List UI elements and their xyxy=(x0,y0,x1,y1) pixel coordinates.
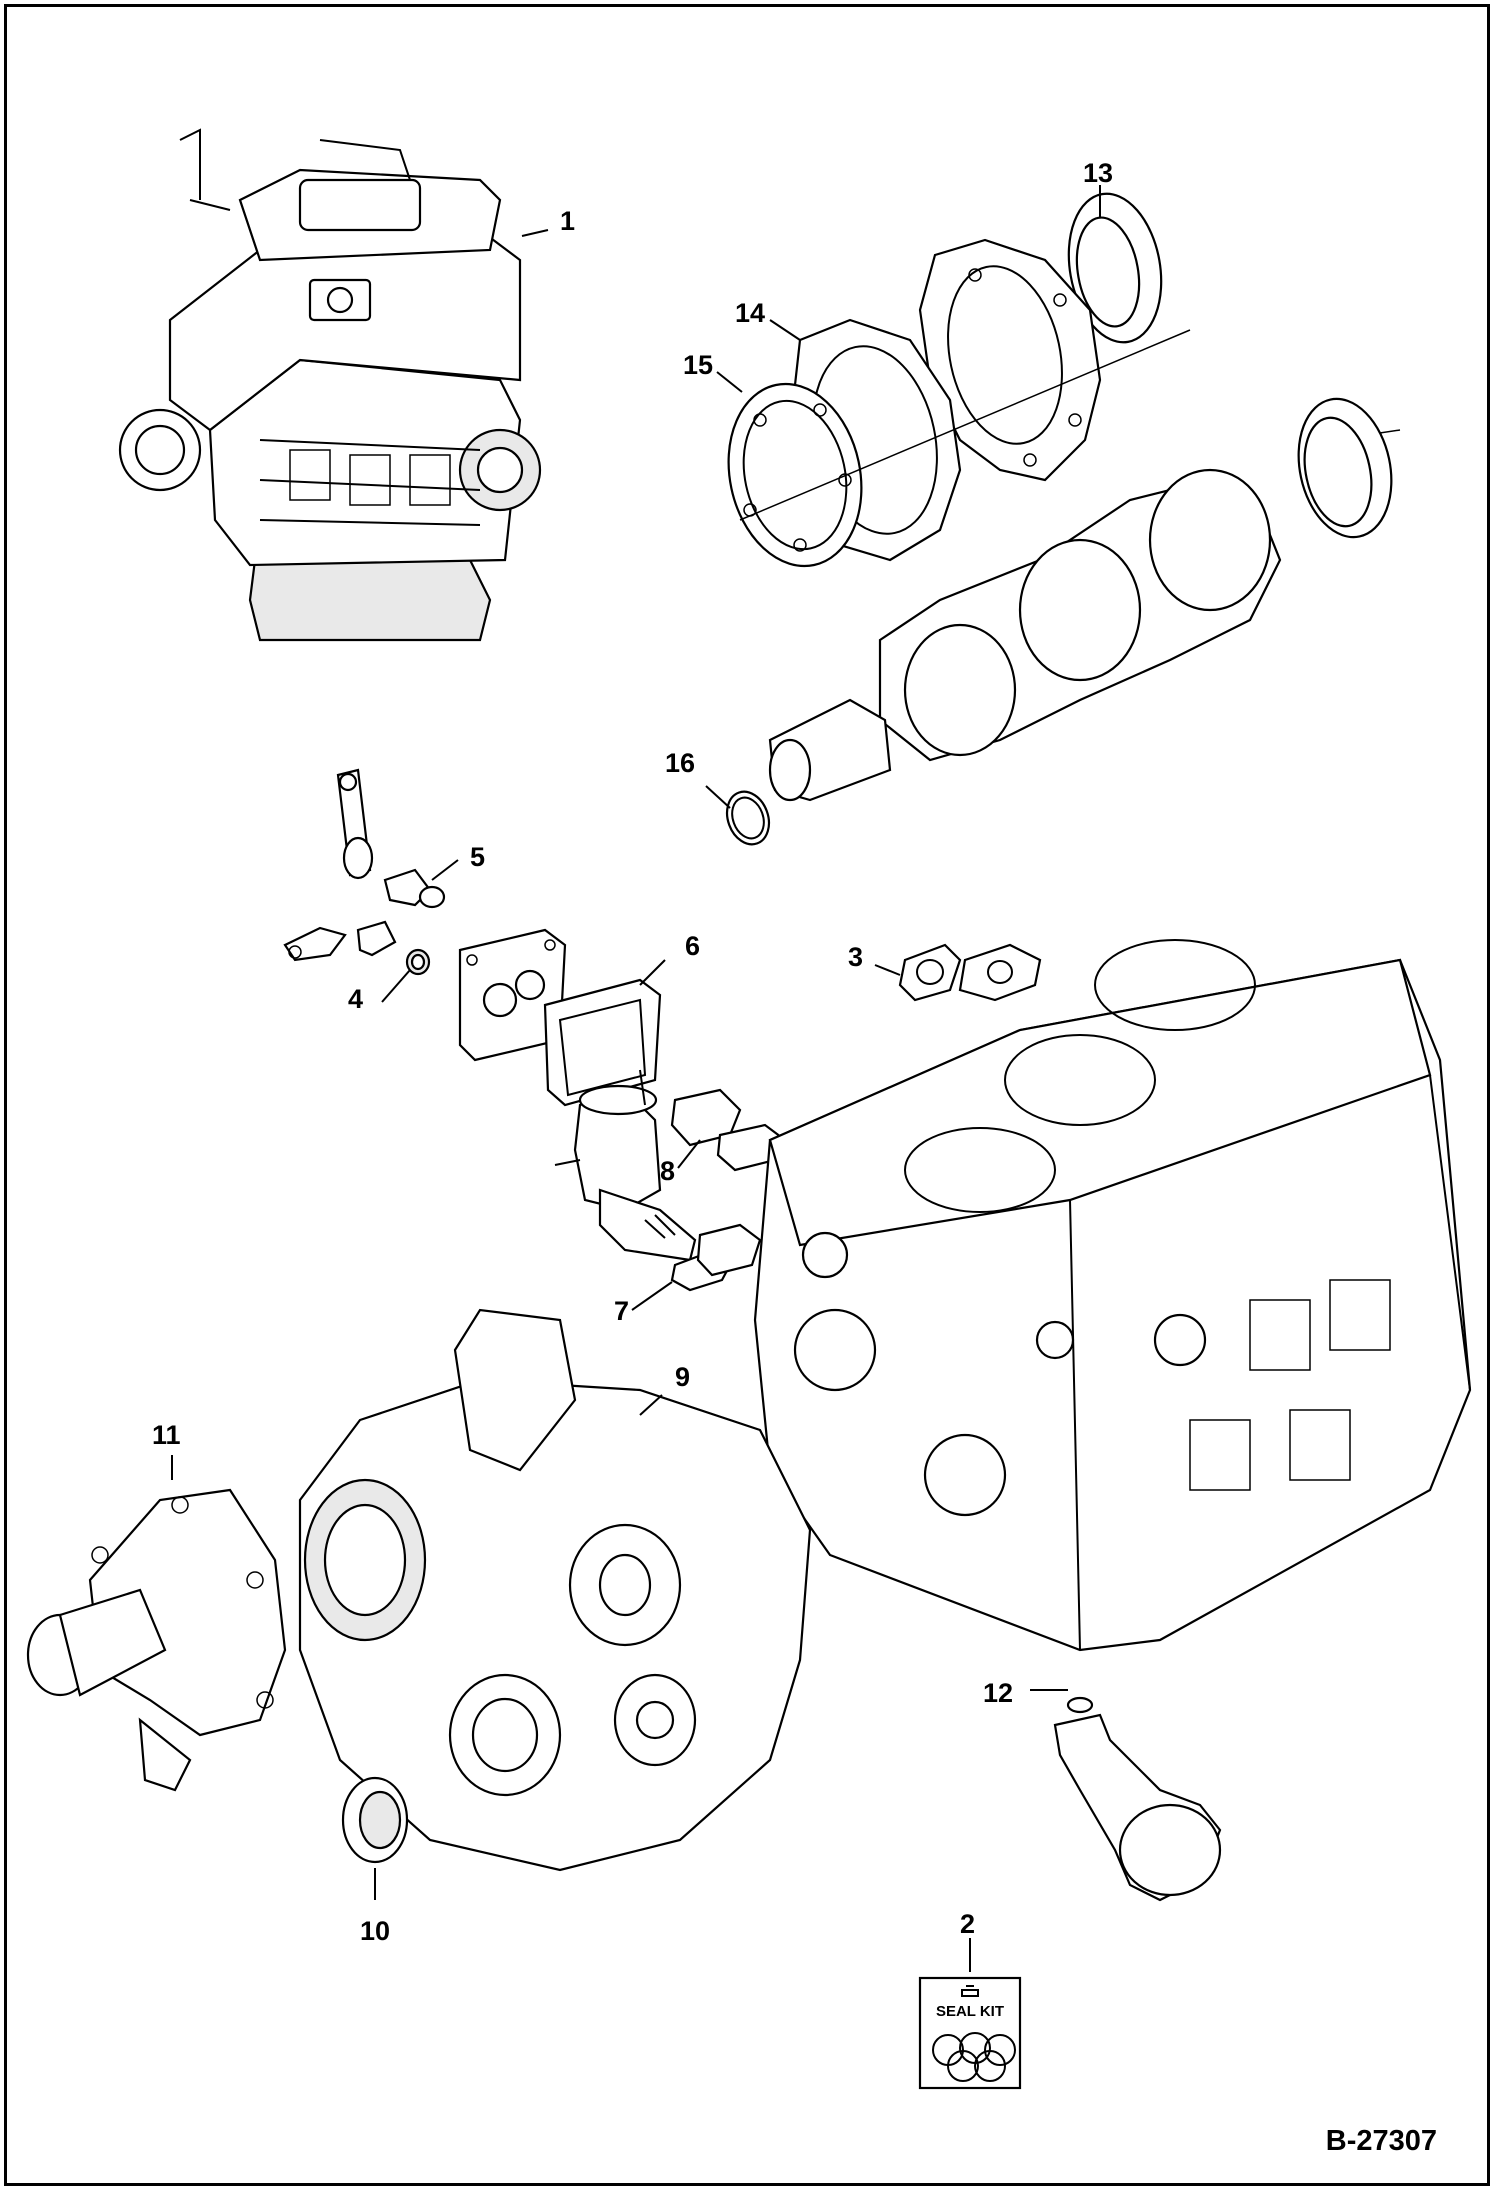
gear-case xyxy=(298,1308,812,1872)
cover-gasket xyxy=(543,978,662,1107)
callout-16: 16 xyxy=(665,748,695,778)
flywheel-gasket xyxy=(727,382,863,568)
callout-5: 5 xyxy=(470,842,485,872)
callout-9: 9 xyxy=(675,1362,690,1392)
cylinder-block xyxy=(753,939,1472,1652)
callout-14: 14 xyxy=(735,298,765,328)
cover-plate xyxy=(458,928,567,1062)
fuel-pump xyxy=(554,1069,697,1262)
callout-15: 15 xyxy=(683,350,713,380)
callout-4: 4 xyxy=(348,984,363,1014)
callout-8: 8 xyxy=(660,1156,675,1186)
callout-10: 10 xyxy=(360,1916,390,1946)
callout-2: 2 xyxy=(960,1909,975,1939)
water-pump xyxy=(26,1488,287,1792)
callout-13: 13 xyxy=(1083,158,1113,188)
inlet-gaskets xyxy=(898,943,1042,1002)
figure-number: B-27307 xyxy=(1326,2125,1437,2157)
engine-assembly xyxy=(118,128,542,642)
leader-lines xyxy=(171,185,1101,1972)
callout-3: 3 xyxy=(848,942,863,972)
diagram-frame xyxy=(4,4,1490,2186)
seal-kit-label: SEAL KIT xyxy=(936,2003,1004,2020)
crankshaft xyxy=(768,468,1282,802)
stop-lever xyxy=(283,920,431,976)
fuel-pump-gasket-lower xyxy=(670,1223,762,1292)
front-oil-seal xyxy=(341,1776,409,1864)
crankshaft-bushing xyxy=(1297,397,1393,539)
callout-12: 12 xyxy=(983,1678,1013,1708)
callout-7: 7 xyxy=(614,1296,629,1326)
fuel-pump-gasket-upper xyxy=(670,1088,787,1172)
seal-kit xyxy=(918,1976,1022,2090)
oil-strainer xyxy=(1053,1696,1222,1902)
callout-6: 6 xyxy=(685,931,700,961)
crankshaft-o-ring xyxy=(725,790,771,846)
governor-lever xyxy=(336,768,446,909)
rear-oil-seal xyxy=(1067,192,1163,344)
callout-11: 11 xyxy=(152,1420,181,1450)
callout-labels: 1 2 3 4 5 6 7 8 9 10 11 12 13 14 15 16 xyxy=(152,158,1113,1946)
callout-1: 1 xyxy=(560,206,575,236)
